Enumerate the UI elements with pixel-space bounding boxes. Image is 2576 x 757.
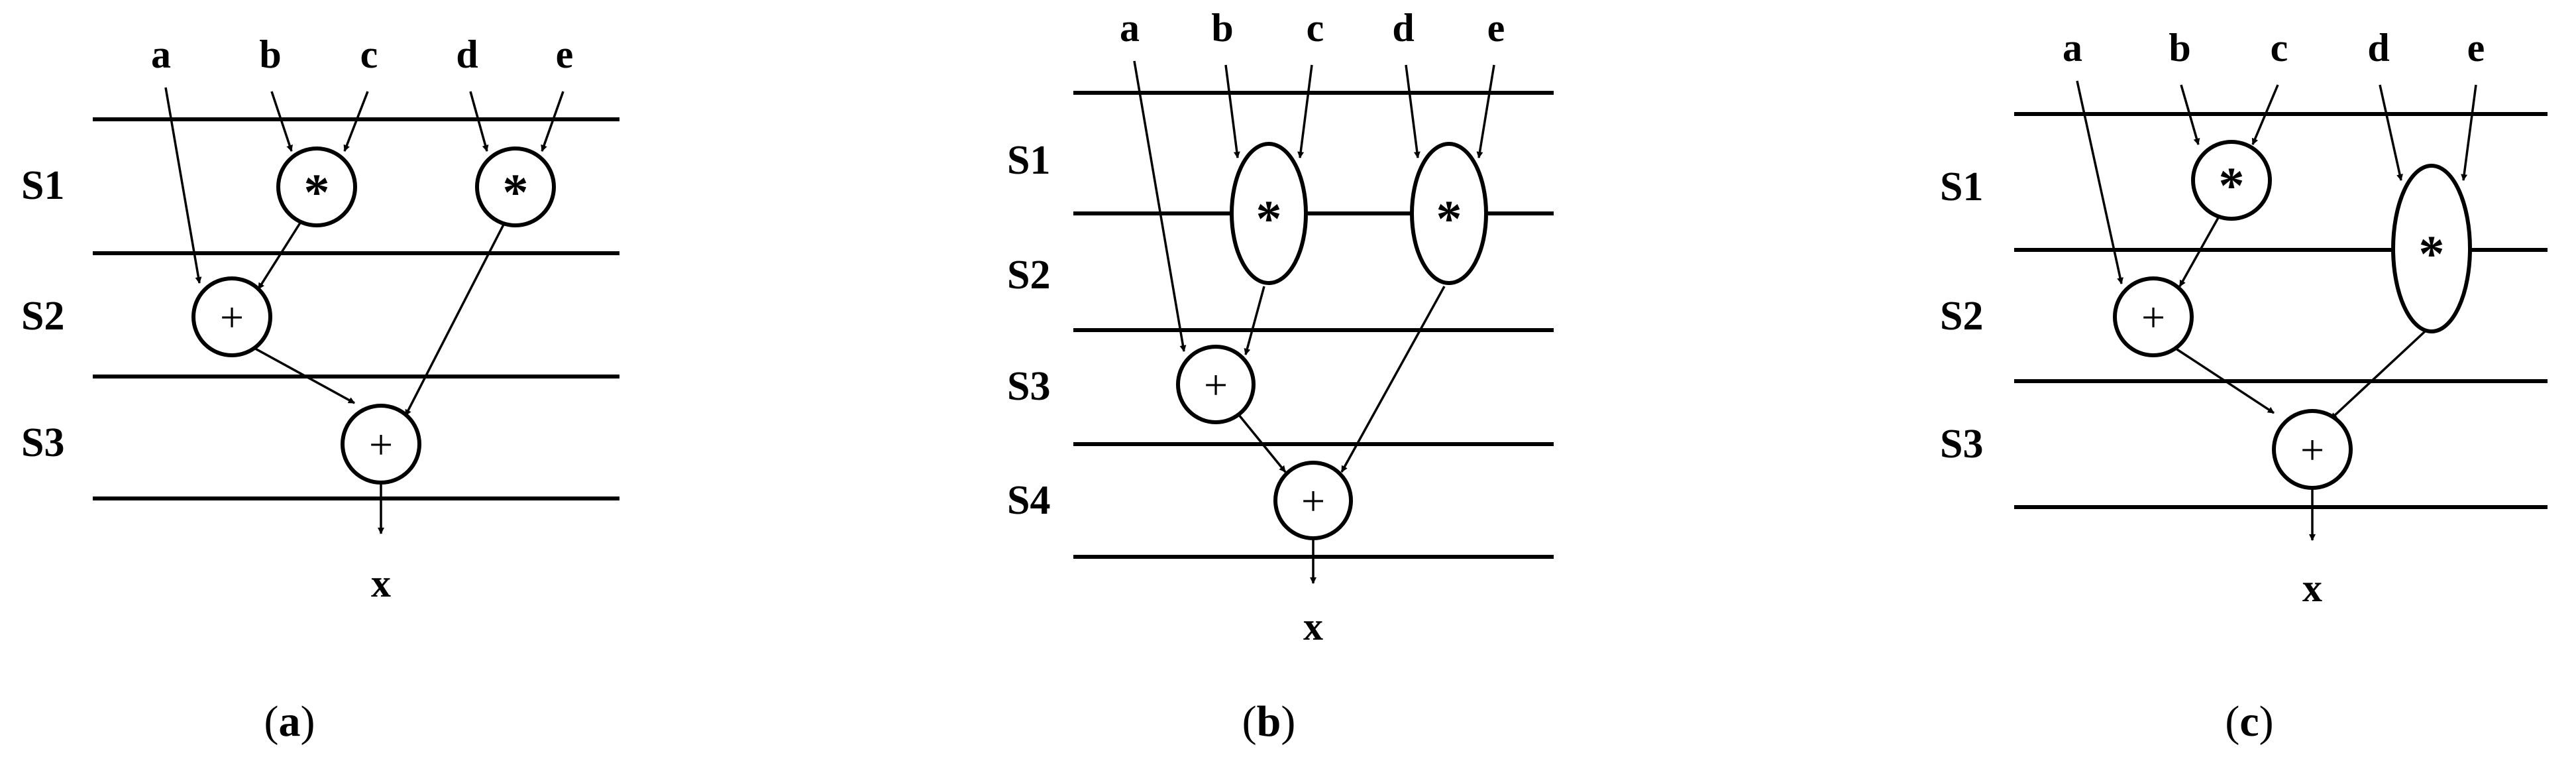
add-node: + xyxy=(2113,276,2194,357)
output-label-x: x xyxy=(371,561,391,605)
edge-b-to-mul1 xyxy=(1224,64,1240,158)
edge-mul2-to-add2 xyxy=(2330,330,2426,420)
panel-caption-b: (b) xyxy=(1242,697,1296,746)
input-label-c: c xyxy=(360,32,378,76)
multiply-node: * xyxy=(276,146,357,227)
svg-text:+: + xyxy=(2141,294,2165,341)
input-label-e: e xyxy=(556,32,574,76)
multiply-node: * xyxy=(2191,140,2272,221)
svg-text:+: + xyxy=(2300,426,2324,473)
stage-label-s3: S3 xyxy=(1940,422,1983,467)
edge-a-to-add1 xyxy=(2076,80,2123,284)
svg-text:+: + xyxy=(220,294,244,341)
svg-text:*: * xyxy=(1436,190,1462,247)
add-node: + xyxy=(1176,345,1256,424)
input-label-d: d xyxy=(1392,6,1414,50)
multiply-node: * xyxy=(475,146,556,227)
stage-label-s1: S1 xyxy=(1940,164,1983,209)
multiply-node: * xyxy=(1230,142,1308,285)
input-label-e: e xyxy=(2467,26,2485,70)
panel-caption-a: (a) xyxy=(264,697,315,746)
stage-label-s1: S1 xyxy=(21,163,64,208)
edge-a-to-add1 xyxy=(1133,60,1187,352)
svg-text:*: * xyxy=(304,163,330,221)
panel-caption-c: (c) xyxy=(2225,697,2273,746)
input-label-b: b xyxy=(2169,26,2190,70)
panel-c: S1 S2 S3 a b c d e * * + + xyxy=(1940,26,2548,746)
edge-mul2-to-add2 xyxy=(404,221,506,416)
edge-a-to-add1 xyxy=(164,87,202,284)
edge-add1-to-add2 xyxy=(2169,343,2275,414)
input-label-b: b xyxy=(1211,6,1233,50)
svg-text:+: + xyxy=(1204,361,1228,408)
stage-label-s2: S2 xyxy=(1940,294,1983,339)
multiply-node: * xyxy=(1410,142,1488,285)
edge-b-to-mul1 xyxy=(270,91,293,152)
svg-text:*: * xyxy=(2419,225,2445,282)
stage-label-s2: S2 xyxy=(1007,253,1050,298)
add-node: + xyxy=(191,276,272,357)
svg-text:+: + xyxy=(1301,477,1325,524)
edge-mul1-to-add1 xyxy=(257,218,304,290)
edge-b-to-mul1 xyxy=(2180,84,2200,145)
edge-c-to-mul1 xyxy=(343,91,369,152)
panel-b: S1 S2 S3 S4 a b c d e * * + + xyxy=(1007,6,1554,746)
input-label-c: c xyxy=(1307,6,1324,50)
input-label-d: d xyxy=(456,32,478,76)
input-label-a: a xyxy=(1120,6,1140,50)
edge-d-to-mul2 xyxy=(469,91,489,152)
add-node: + xyxy=(1273,461,1353,540)
edge-e-to-mul2 xyxy=(2461,84,2477,181)
stage-label-s3: S3 xyxy=(21,420,64,465)
edge-add1-to-add2 xyxy=(250,345,355,404)
stage-label-s2: S2 xyxy=(21,294,64,339)
edge-c-to-mul1 xyxy=(1297,64,1313,158)
svg-text:+: + xyxy=(369,421,393,468)
stage-label-s3: S3 xyxy=(1007,364,1050,409)
svg-text:*: * xyxy=(2219,156,2245,214)
svg-text:*: * xyxy=(503,163,529,221)
add-node: + xyxy=(341,404,421,485)
edge-mul1-to-add1 xyxy=(2178,215,2221,287)
input-label-e: e xyxy=(1487,6,1505,50)
edge-add1-to-add2 xyxy=(1234,410,1287,473)
edge-e-to-mul2 xyxy=(1476,64,1495,158)
input-label-c: c xyxy=(2271,26,2288,70)
add-node: + xyxy=(2272,409,2353,490)
input-label-a: a xyxy=(2063,26,2082,70)
input-label-b: b xyxy=(259,32,281,76)
edge-d-to-mul2 xyxy=(1405,64,1421,158)
edge-mul2-to-add2 xyxy=(1340,286,1446,473)
input-label-d: d xyxy=(2367,26,2389,70)
edge-e-to-mul2 xyxy=(541,91,564,152)
output-label-x: x xyxy=(2302,566,2322,610)
panel-a: S1 S2 S3 a b c d e * * + xyxy=(21,32,619,746)
edge-c-to-mul1 xyxy=(2251,84,2279,145)
input-label-a: a xyxy=(151,32,171,76)
edge-mul1-to-add1 xyxy=(1244,286,1265,355)
output-label-x: x xyxy=(1303,605,1323,648)
stage-label-s1: S1 xyxy=(1007,138,1050,183)
svg-text:*: * xyxy=(1256,190,1282,247)
stage-label-s4: S4 xyxy=(1007,478,1050,523)
multiply-node: * xyxy=(2391,164,2472,333)
edge-d-to-mul2 xyxy=(2379,84,2403,181)
